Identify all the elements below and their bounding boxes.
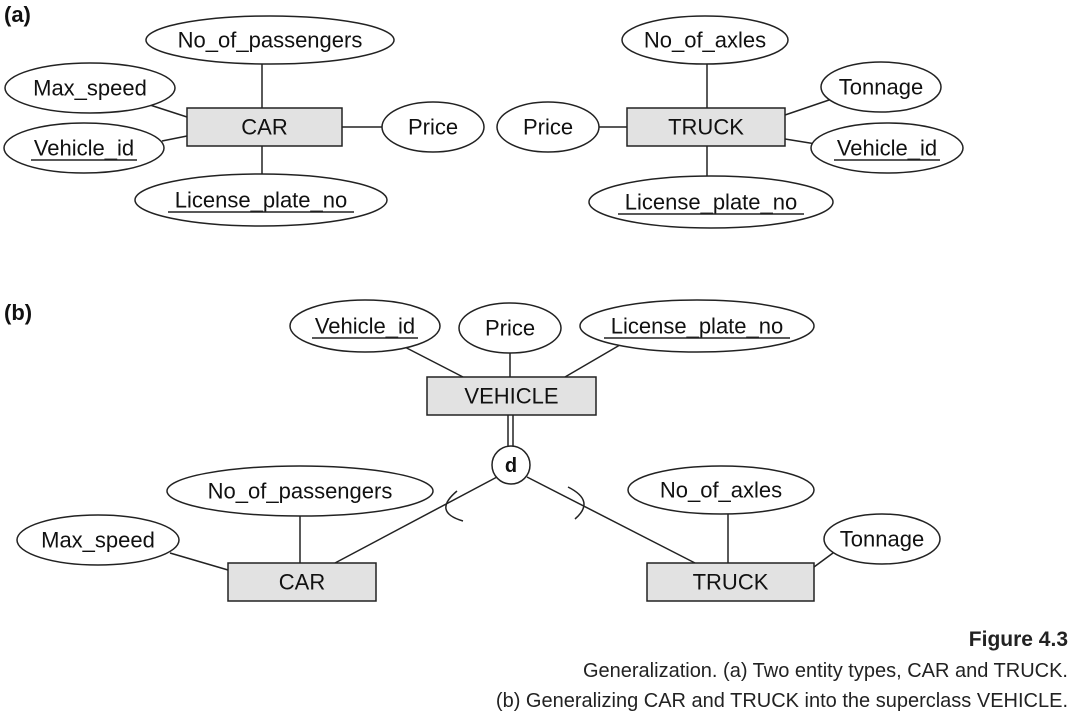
attr-license-plate-no-a-label: License_plate_no (175, 188, 347, 213)
car-entity-a-label: CAR (241, 115, 287, 140)
attr-tonnage-b: Tonnage (823, 513, 941, 565)
truck-entity-b-label: TRUCK (693, 570, 769, 595)
attr-price-truck-a-label: Price (523, 115, 573, 140)
attr-license-plate-no-truck-a: License_plate_no (588, 175, 834, 229)
truck-entity-a: TRUCK (626, 107, 786, 147)
figure-caption-line-2: (b) Generalizing CAR and TRUCK into the … (495, 690, 1068, 712)
attr-price-car-a: Price (381, 101, 485, 153)
attr-max-speed-a-label: Max_speed (33, 76, 147, 101)
attr-no-of-axles-a-label: No_of_axles (644, 28, 766, 53)
vehicle-b-connectors (169, 341, 834, 571)
attr-price-truck-a: Price (496, 101, 600, 153)
subset-symbol-truck (567, 486, 585, 520)
disjoint-circle: d (491, 445, 531, 485)
attr-no-of-axles-b-label: No_of_axles (660, 478, 782, 503)
attr-no-of-passengers-a-label: No_of_passengers (178, 28, 363, 53)
car-a-connectors (149, 63, 382, 175)
car-entity-a: CAR (186, 107, 343, 147)
attr-no-of-passengers-a: No_of_passengers (145, 15, 395, 65)
panel-b-label: (b) (4, 300, 32, 325)
panel-a-label: (a) (4, 2, 31, 27)
vehicle-entity-label: VEHICLE (464, 384, 558, 409)
attr-no-of-axles-a: No_of_axles (621, 15, 789, 65)
car-entity-b-label: CAR (279, 570, 325, 595)
attr-tonnage-a-label: Tonnage (839, 75, 923, 100)
truck-entity-a-label: TRUCK (668, 115, 744, 140)
truck-entity-b: TRUCK (646, 562, 815, 602)
attr-vehicle-id-truck-a-label: Vehicle_id (837, 136, 937, 161)
vehicle-entity: VEHICLE (426, 376, 597, 416)
attr-no-of-axles-b: No_of_axles (627, 465, 815, 515)
attr-vehicle-id-truck-a: Vehicle_id (810, 122, 964, 174)
attr-tonnage-b-label: Tonnage (840, 527, 924, 552)
attr-max-speed-b: Max_speed (16, 514, 180, 566)
attr-price-car-a-label: Price (408, 115, 458, 140)
figure-caption-line-1: Generalization. (a) Two entity types, CA… (582, 660, 1068, 682)
attr-vehicle-id-a: Vehicle_id (3, 122, 165, 174)
truck-a-connectors (598, 64, 833, 176)
attr-max-speed-b-label: Max_speed (41, 528, 155, 553)
attr-license-plate-no-a: License_plate_no (134, 173, 388, 227)
attr-no-of-passengers-b: No_of_passengers (166, 465, 434, 517)
attr-price-b: Price (458, 302, 562, 354)
disjoint-symbol: d (505, 455, 517, 477)
attr-license-plate-no-truck-a-label: License_plate_no (625, 190, 797, 215)
attr-vehicle-id-a-label: Vehicle_id (34, 136, 134, 161)
attr-price-b-label: Price (485, 316, 535, 341)
figure-title: Figure 4.3 (968, 628, 1068, 651)
attr-vehicle-id-b: Vehicle_id (289, 299, 441, 353)
attr-license-plate-no-b: License_plate_no (579, 299, 815, 353)
attr-vehicle-id-b-label: Vehicle_id (315, 314, 415, 339)
attr-no-of-passengers-b-label: No_of_passengers (208, 479, 393, 504)
attr-tonnage-a: Tonnage (820, 61, 942, 113)
car-entity-b: CAR (227, 562, 377, 602)
attr-license-plate-no-b-label: License_plate_no (611, 314, 783, 339)
subset-symbol-car (445, 490, 464, 522)
attr-max-speed-a: Max_speed (4, 62, 176, 114)
